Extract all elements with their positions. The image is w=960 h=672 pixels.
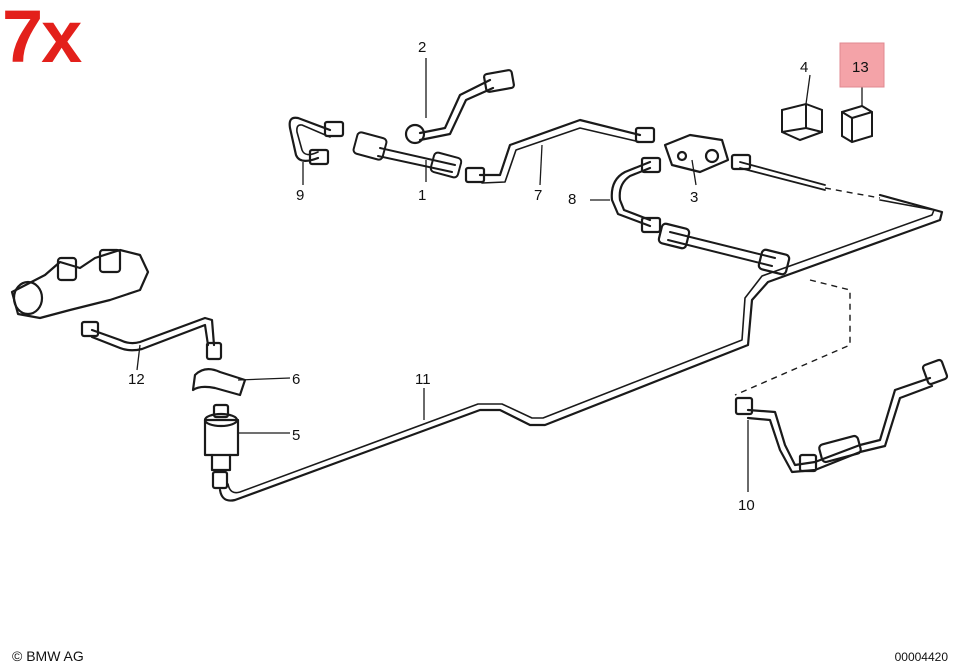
callout-11: 11: [415, 371, 431, 388]
callout-6: 6: [292, 371, 300, 388]
callout-3: 3: [690, 189, 698, 206]
brake-pipe-2: [418, 78, 495, 142]
callout-12: 12: [128, 371, 145, 388]
callout-9: 9: [296, 187, 304, 204]
callout-8: 8: [568, 191, 576, 208]
master-cylinder: [10, 248, 150, 320]
callout-1: 1: [418, 187, 426, 204]
brake-hose-1: [377, 147, 456, 173]
callout-5: 5: [292, 427, 300, 444]
callout-7: 7: [534, 187, 542, 204]
callout-10: 10: [738, 497, 755, 514]
brake-distributor-3: [663, 133, 730, 174]
clip-6: [191, 368, 247, 397]
clip-4: [781, 102, 823, 142]
quantity-badge: 7x: [2, 0, 82, 78]
brake-pipe-9: [288, 116, 332, 162]
copyright-text: © BMW AG: [12, 648, 84, 664]
brake-pipe-11: [218, 193, 944, 502]
brake-pipe-12: [90, 316, 216, 352]
clip-13: [841, 104, 873, 144]
callout-labels: 1 2 3 4 5 6 7 8 9 10 11 12 13: [128, 39, 869, 514]
callout-2: 2: [418, 39, 426, 56]
filter-5: [203, 418, 240, 457]
callout-13: 13: [852, 59, 869, 76]
document-number: 00004420: [894, 650, 948, 664]
callout-4: 4: [800, 59, 808, 76]
brake-pipe-7: [478, 118, 642, 177]
highlight-box-13: [839, 42, 885, 88]
brake-pipe-8: [610, 160, 652, 228]
